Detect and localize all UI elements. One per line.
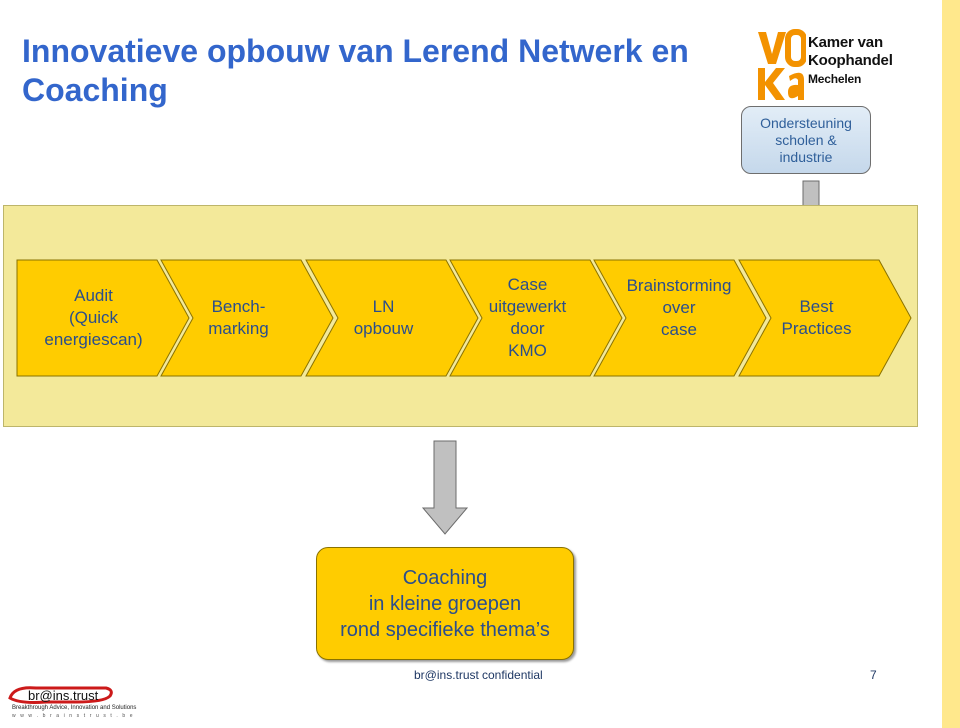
voka-logo-mark — [758, 29, 807, 100]
chevron-6 — [738, 259, 912, 377]
chevron-3 — [305, 259, 479, 377]
chamber-name: Kamer van Koophandel Mechelen — [808, 34, 893, 88]
footer-brand: br@ins.trust — [414, 668, 479, 682]
chamber-line-2: Koophandel — [808, 52, 893, 69]
chevron-5 — [593, 259, 767, 377]
step-label-4: Case uitgewerkt door KMO — [488, 275, 567, 360]
step-label-6: Best Practices — [781, 297, 852, 338]
brainstrust-tagline: Breakthrough Advice, Innovation and Solu… — [12, 705, 137, 711]
coaching-box: Coaching in kleine groepen rond specifie… — [316, 547, 574, 660]
brainstrust-website: w w w . b r a i n s t r u s t . b e — [12, 713, 135, 719]
step-label-3: LN opbouw — [353, 297, 414, 338]
footer-page-number: 7 — [870, 668, 877, 682]
coaching-down-arrow — [422, 440, 468, 535]
support-box-label: Ondersteuning scholen & industrie — [760, 114, 852, 165]
support-box: Ondersteuning scholen & industrie — [741, 106, 871, 174]
footer-confidential: confidential — [482, 668, 543, 682]
chevron-2 — [160, 259, 334, 377]
right-edge-stripe — [942, 0, 960, 728]
slide-title: Innovatieve opbouw van Lerend Netwerk en… — [22, 33, 689, 108]
step-label-1: Audit (Quick energiescan) — [44, 286, 143, 349]
chevron-4 — [449, 259, 623, 377]
chevron-1 — [16, 259, 190, 377]
chamber-line-3: Mechelen — [808, 72, 862, 86]
step-label-2: Bench- marking — [208, 297, 269, 338]
chamber-line-1: Kamer van — [808, 34, 883, 51]
brainstrust-name: br@ins.trust — [28, 688, 99, 703]
process-chevrons — [16, 259, 912, 377]
voka-logo: Kamer van Koophandel Mechelen — [756, 28, 916, 102]
process-band: Audit (Quick energiescan) Bench- marking… — [3, 205, 918, 427]
brainstrust-logo: br@ins.trust Breakthrough Advice, Innova… — [6, 684, 136, 724]
brainstrust-swoosh — [8, 686, 113, 704]
step-label-5: Brainstorming over case — [626, 276, 732, 339]
